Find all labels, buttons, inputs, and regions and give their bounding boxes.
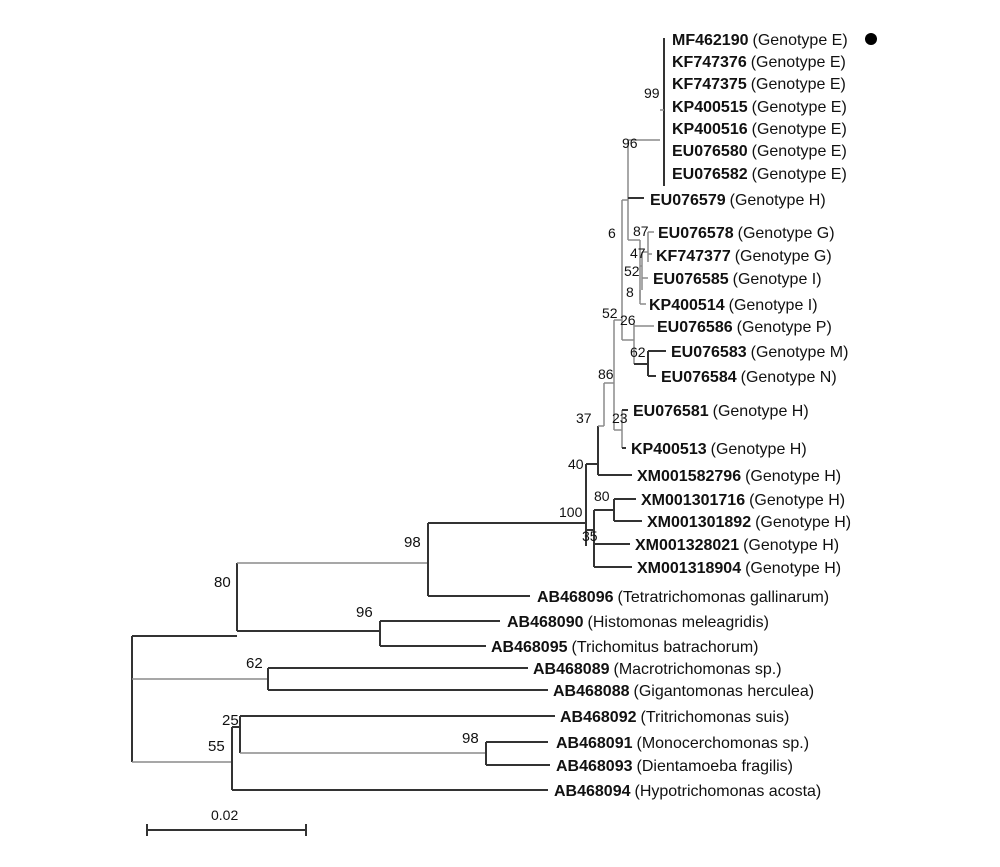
taxon-label: AB468093 (Dientamoeba fragilis) xyxy=(556,758,793,775)
taxon-label: EU076582 (Genotype E) xyxy=(672,166,847,183)
highlight-marker-icon xyxy=(865,33,877,45)
bootstrap-label: 52 xyxy=(602,305,618,321)
taxon-label: KF747377 (Genotype G) xyxy=(656,248,832,265)
taxon-label: KF747376 (Genotype E) xyxy=(672,54,846,71)
scale-bar: 0.02 xyxy=(146,807,307,836)
bootstrap-label: 47 xyxy=(630,245,646,261)
taxon-label: AB468095 (Trichomitus batrachorum) xyxy=(491,639,759,656)
taxon-label: XM001301716 (Genotype H) xyxy=(641,492,845,509)
taxon-label: AB468089 (Macrotrichomonas sp.) xyxy=(533,661,782,678)
bootstrap-label: 80 xyxy=(594,488,610,504)
bootstrap-label: 37 xyxy=(576,410,592,426)
taxon-label: EU076583 (Genotype M) xyxy=(671,344,848,361)
bootstrap-label: 8 xyxy=(626,284,634,300)
taxon-label: EU076585 (Genotype I) xyxy=(653,271,822,288)
taxon-labels: MF462190 (Genotype E) KF747376 (Genotype… xyxy=(491,32,877,800)
bootstrap-label: 62 xyxy=(246,655,263,672)
bootstrap-label: 6 xyxy=(608,225,616,241)
bootstrap-label: 62 xyxy=(630,344,646,360)
scale-bar-line xyxy=(146,824,307,836)
tree-branches xyxy=(131,38,666,791)
bootstrap-label: 40 xyxy=(568,456,584,472)
taxon-label: XM001318904 (Genotype H) xyxy=(637,560,841,577)
bootstrap-label: 52 xyxy=(624,263,640,279)
bootstrap-label: 98 xyxy=(404,534,421,551)
bootstrap-label: 100 xyxy=(559,504,583,520)
taxon-label: EU076584 (Genotype N) xyxy=(661,369,837,386)
taxon-label: AB468088 (Gigantomonas herculea) xyxy=(553,683,814,700)
taxon-label: KF747375 (Genotype E) xyxy=(672,76,846,93)
taxon-label: AB468091 (Monocerchomonas sp.) xyxy=(556,735,809,752)
bootstrap-label: 99 xyxy=(644,85,660,101)
bootstrap-label: 25 xyxy=(222,712,239,729)
bootstrap-label: 23 xyxy=(612,410,628,426)
taxon-label: EU076581 (Genotype H) xyxy=(633,403,809,420)
taxon-label: KP400513 (Genotype H) xyxy=(631,441,807,458)
taxon-label: XM001328021 (Genotype H) xyxy=(635,537,839,554)
bootstrap-label: 96 xyxy=(622,135,638,151)
taxon-label: KP400515 (Genotype E) xyxy=(672,99,847,116)
bootstrap-values: 99 96 6 87 47 52 8 52 26 62 86 23 37 40 … xyxy=(208,85,660,755)
bootstrap-label: 55 xyxy=(208,738,225,755)
bootstrap-label: 26 xyxy=(620,312,636,328)
taxon-label: MF462190 (Genotype E) xyxy=(672,32,848,49)
bootstrap-label: 96 xyxy=(356,604,373,621)
taxon-label: KP400516 (Genotype E) xyxy=(672,121,847,138)
taxon-label: AB468092 (Tritrichomonas suis) xyxy=(560,709,789,726)
taxon-label: EU076578 (Genotype G) xyxy=(658,225,835,242)
taxon-label: AB468094 (Hypotrichomonas acosta) xyxy=(554,783,821,800)
taxon-label: EU076586 (Genotype P) xyxy=(657,319,832,336)
taxon-label: AB468090 (Histomonas meleagridis) xyxy=(507,614,769,631)
bootstrap-label: 86 xyxy=(598,366,614,382)
bootstrap-label: 35 xyxy=(582,528,598,544)
taxon-label: XM001301892 (Genotype H) xyxy=(647,514,851,531)
taxon-label: KP400514 (Genotype I) xyxy=(649,297,818,314)
scale-bar-label: 0.02 xyxy=(211,807,238,823)
taxon-label: EU076580 (Genotype E) xyxy=(672,143,847,160)
taxon-label: EU076579 (Genotype H) xyxy=(650,192,826,209)
taxon-label: XM001582796 (Genotype H) xyxy=(637,468,841,485)
bootstrap-label: 98 xyxy=(462,730,479,747)
bootstrap-label: 80 xyxy=(214,574,231,591)
bootstrap-label: 87 xyxy=(633,223,649,239)
taxon-label: AB468096 (Tetratrichomonas gallinarum) xyxy=(537,589,829,606)
